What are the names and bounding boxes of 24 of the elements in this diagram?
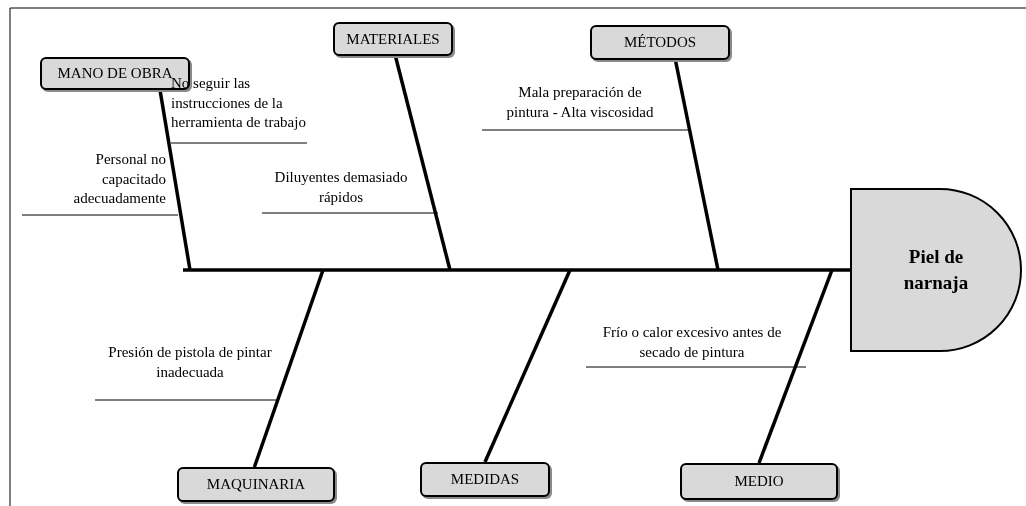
leader-line bbox=[481, 129, 689, 131]
category-box: MATERIALES bbox=[333, 22, 453, 56]
cause-text: Frío o calor excesivo antes de secado de pintura bbox=[586, 323, 798, 367]
category-box: MAQUINARIA bbox=[177, 467, 335, 502]
fish-spine-line bbox=[183, 268, 850, 272]
bone-line bbox=[757, 269, 834, 464]
leader-line bbox=[170, 142, 308, 144]
leader-line bbox=[21, 214, 179, 216]
category-box: MEDIO bbox=[680, 463, 838, 500]
bone-line bbox=[158, 89, 192, 271]
bone-line bbox=[483, 269, 572, 463]
cause-text: Mala preparación de pintura - Alta viscosidad bbox=[482, 83, 678, 130]
cause-text: Presión de pistola de pintar inadecuada bbox=[95, 343, 285, 400]
bone-line bbox=[393, 55, 452, 271]
category-box: MÉTODOS bbox=[590, 25, 730, 60]
bone-line bbox=[252, 269, 325, 468]
fish-head-shape: Piel de narnaja bbox=[850, 188, 1022, 352]
category-box: MEDIDAS bbox=[420, 462, 550, 497]
bone-line bbox=[673, 59, 720, 271]
leader-line bbox=[94, 399, 277, 401]
leader-line bbox=[585, 366, 807, 368]
leader-line bbox=[261, 212, 439, 214]
cause-text: Diluyentes demasiado rápidos bbox=[262, 168, 420, 213]
cause-text: Personal no capacitado adecuadamente bbox=[22, 150, 166, 215]
